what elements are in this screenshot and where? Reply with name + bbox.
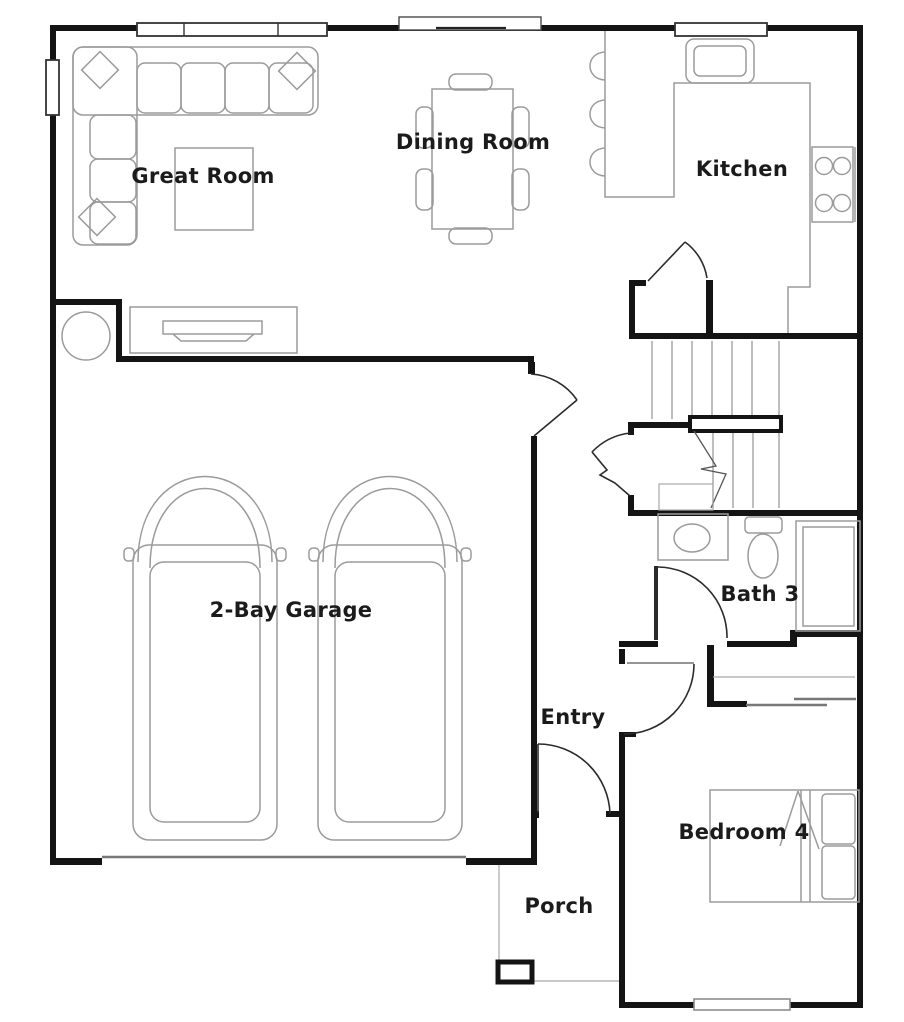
kitchen-window xyxy=(674,22,768,37)
bath3-fixtures xyxy=(657,513,861,632)
front-entry-door xyxy=(537,743,611,815)
wall-pantry-west xyxy=(629,280,635,339)
range-four-burners xyxy=(811,146,856,223)
wall-greatroom-niche-side xyxy=(116,299,122,362)
sectional-sofa xyxy=(72,46,319,246)
bedroom4-door xyxy=(623,662,695,735)
wall-closet-south xyxy=(707,701,747,707)
wall-stair-mid xyxy=(628,422,694,428)
car xyxy=(308,475,472,841)
label-entry: Entry xyxy=(541,705,606,729)
label-bath3: Bath 3 xyxy=(721,582,800,606)
wall-shower-south xyxy=(790,630,863,637)
garage-cars xyxy=(123,475,472,841)
label-garage: 2-Bay Garage xyxy=(210,598,373,622)
label-dining-room: Dining Room xyxy=(396,130,550,154)
wall-bedroom-west-jamb-top xyxy=(619,649,625,664)
wall-left xyxy=(50,25,56,865)
wall-entry-south-tick-left xyxy=(531,811,539,818)
water-heater-circle xyxy=(61,311,111,361)
wall-shower-step xyxy=(790,630,797,647)
wall-greatroom-niche-top xyxy=(52,299,120,305)
wall-pantry-north-piece xyxy=(629,280,646,286)
stair-break-line xyxy=(693,430,727,509)
bedroom-window xyxy=(693,998,791,1011)
garage-entry-door xyxy=(530,373,578,437)
car xyxy=(123,475,287,841)
great-room-window xyxy=(136,22,328,37)
dining-set xyxy=(415,73,530,245)
wall-stair-north xyxy=(629,333,863,339)
wall-nook-west-lower xyxy=(628,495,634,516)
wall-bath-south-west xyxy=(619,641,658,647)
bath3-door xyxy=(654,566,728,640)
dining-chair xyxy=(415,106,434,149)
wall-garage-south-left xyxy=(50,858,102,865)
dining-table xyxy=(431,88,514,230)
bed xyxy=(709,789,860,903)
porch-column xyxy=(495,959,535,985)
bar-stools xyxy=(589,51,606,177)
dining-chair xyxy=(448,227,493,245)
porch-structure xyxy=(495,865,619,985)
great-room-side-window xyxy=(45,59,60,116)
coffee-table xyxy=(174,147,254,231)
wall-bedroom-west xyxy=(619,736,625,1006)
pantry-door xyxy=(647,241,708,282)
wall-bath-south-east xyxy=(727,641,793,647)
stair-treads-lower xyxy=(712,433,754,508)
media-console-fireplace xyxy=(129,306,298,354)
label-bedroom4: Bedroom 4 xyxy=(679,820,810,844)
wall-garage-door-jamb xyxy=(528,362,535,374)
toilet xyxy=(744,516,783,579)
wall-garage-north xyxy=(116,356,534,362)
dining-chair xyxy=(415,168,434,211)
interior-walls xyxy=(52,280,863,1006)
dining-chair xyxy=(448,73,493,91)
stair-handrail xyxy=(688,415,783,433)
staircase xyxy=(651,341,783,511)
wall-entry-south-tick-right xyxy=(606,811,625,817)
understair-storage xyxy=(658,483,714,511)
wall-nook-west-upper xyxy=(628,422,634,435)
wall-bath-north xyxy=(628,510,863,516)
coat-closet xyxy=(713,676,856,707)
wall-pantry-east xyxy=(706,280,713,339)
understair-door xyxy=(591,432,631,497)
kitchen-fixtures xyxy=(589,31,856,333)
wall-garage-east xyxy=(531,436,537,865)
bath-vanity xyxy=(657,513,729,561)
dining-chair xyxy=(511,168,530,211)
wall-closet-west xyxy=(707,645,714,707)
dining-slider-door xyxy=(398,16,542,31)
windows xyxy=(45,16,791,1011)
room-labels: Great Room Dining Room Kitchen 2-Bay Gar… xyxy=(131,130,809,918)
doors xyxy=(530,241,728,815)
label-porch: Porch xyxy=(524,894,593,918)
label-great-room: Great Room xyxy=(131,164,274,188)
wall-garage-south-right xyxy=(466,858,537,865)
kitchen-sink xyxy=(685,38,755,84)
great-room-furniture xyxy=(61,46,319,361)
shower xyxy=(795,520,861,632)
dining-chair xyxy=(511,106,530,149)
throw-pillows xyxy=(77,50,317,237)
label-kitchen: Kitchen xyxy=(696,157,788,181)
wall-right xyxy=(857,25,863,1008)
